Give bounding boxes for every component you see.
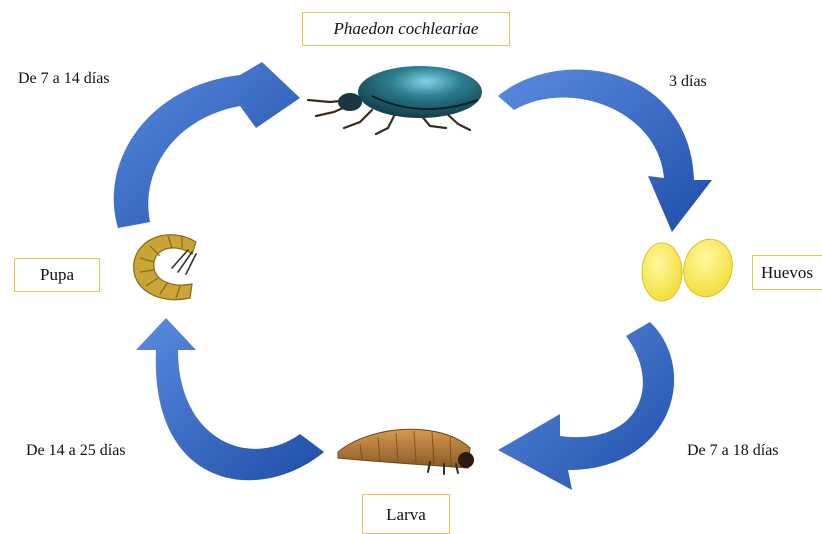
beetle-icon <box>308 66 482 134</box>
larva-icon <box>338 429 474 474</box>
stage-label-pupa: Pupa <box>14 258 100 292</box>
arrow-eggs-to-larva <box>498 322 674 490</box>
duration-adult-to-eggs: 3 días <box>669 73 707 91</box>
duration-eggs-to-larva: De 7 a 18 días <box>687 442 779 460</box>
arrow-adult-to-eggs <box>498 70 712 232</box>
duration-larva-to-pupa: De 14 a 25 días <box>26 442 126 460</box>
pupa-icon <box>134 235 196 300</box>
arrow-pupa-to-adult <box>114 62 300 228</box>
duration-pupa-to-adult: De 7 a 14 días <box>18 70 110 88</box>
eggs-icon <box>642 234 739 302</box>
arrow-larva-to-pupa <box>136 318 324 480</box>
stage-label-larva: Larva <box>362 494 450 534</box>
stage-label-huevos: Huevos <box>752 255 822 290</box>
species-title: Phaedon cochleariae <box>302 12 510 46</box>
